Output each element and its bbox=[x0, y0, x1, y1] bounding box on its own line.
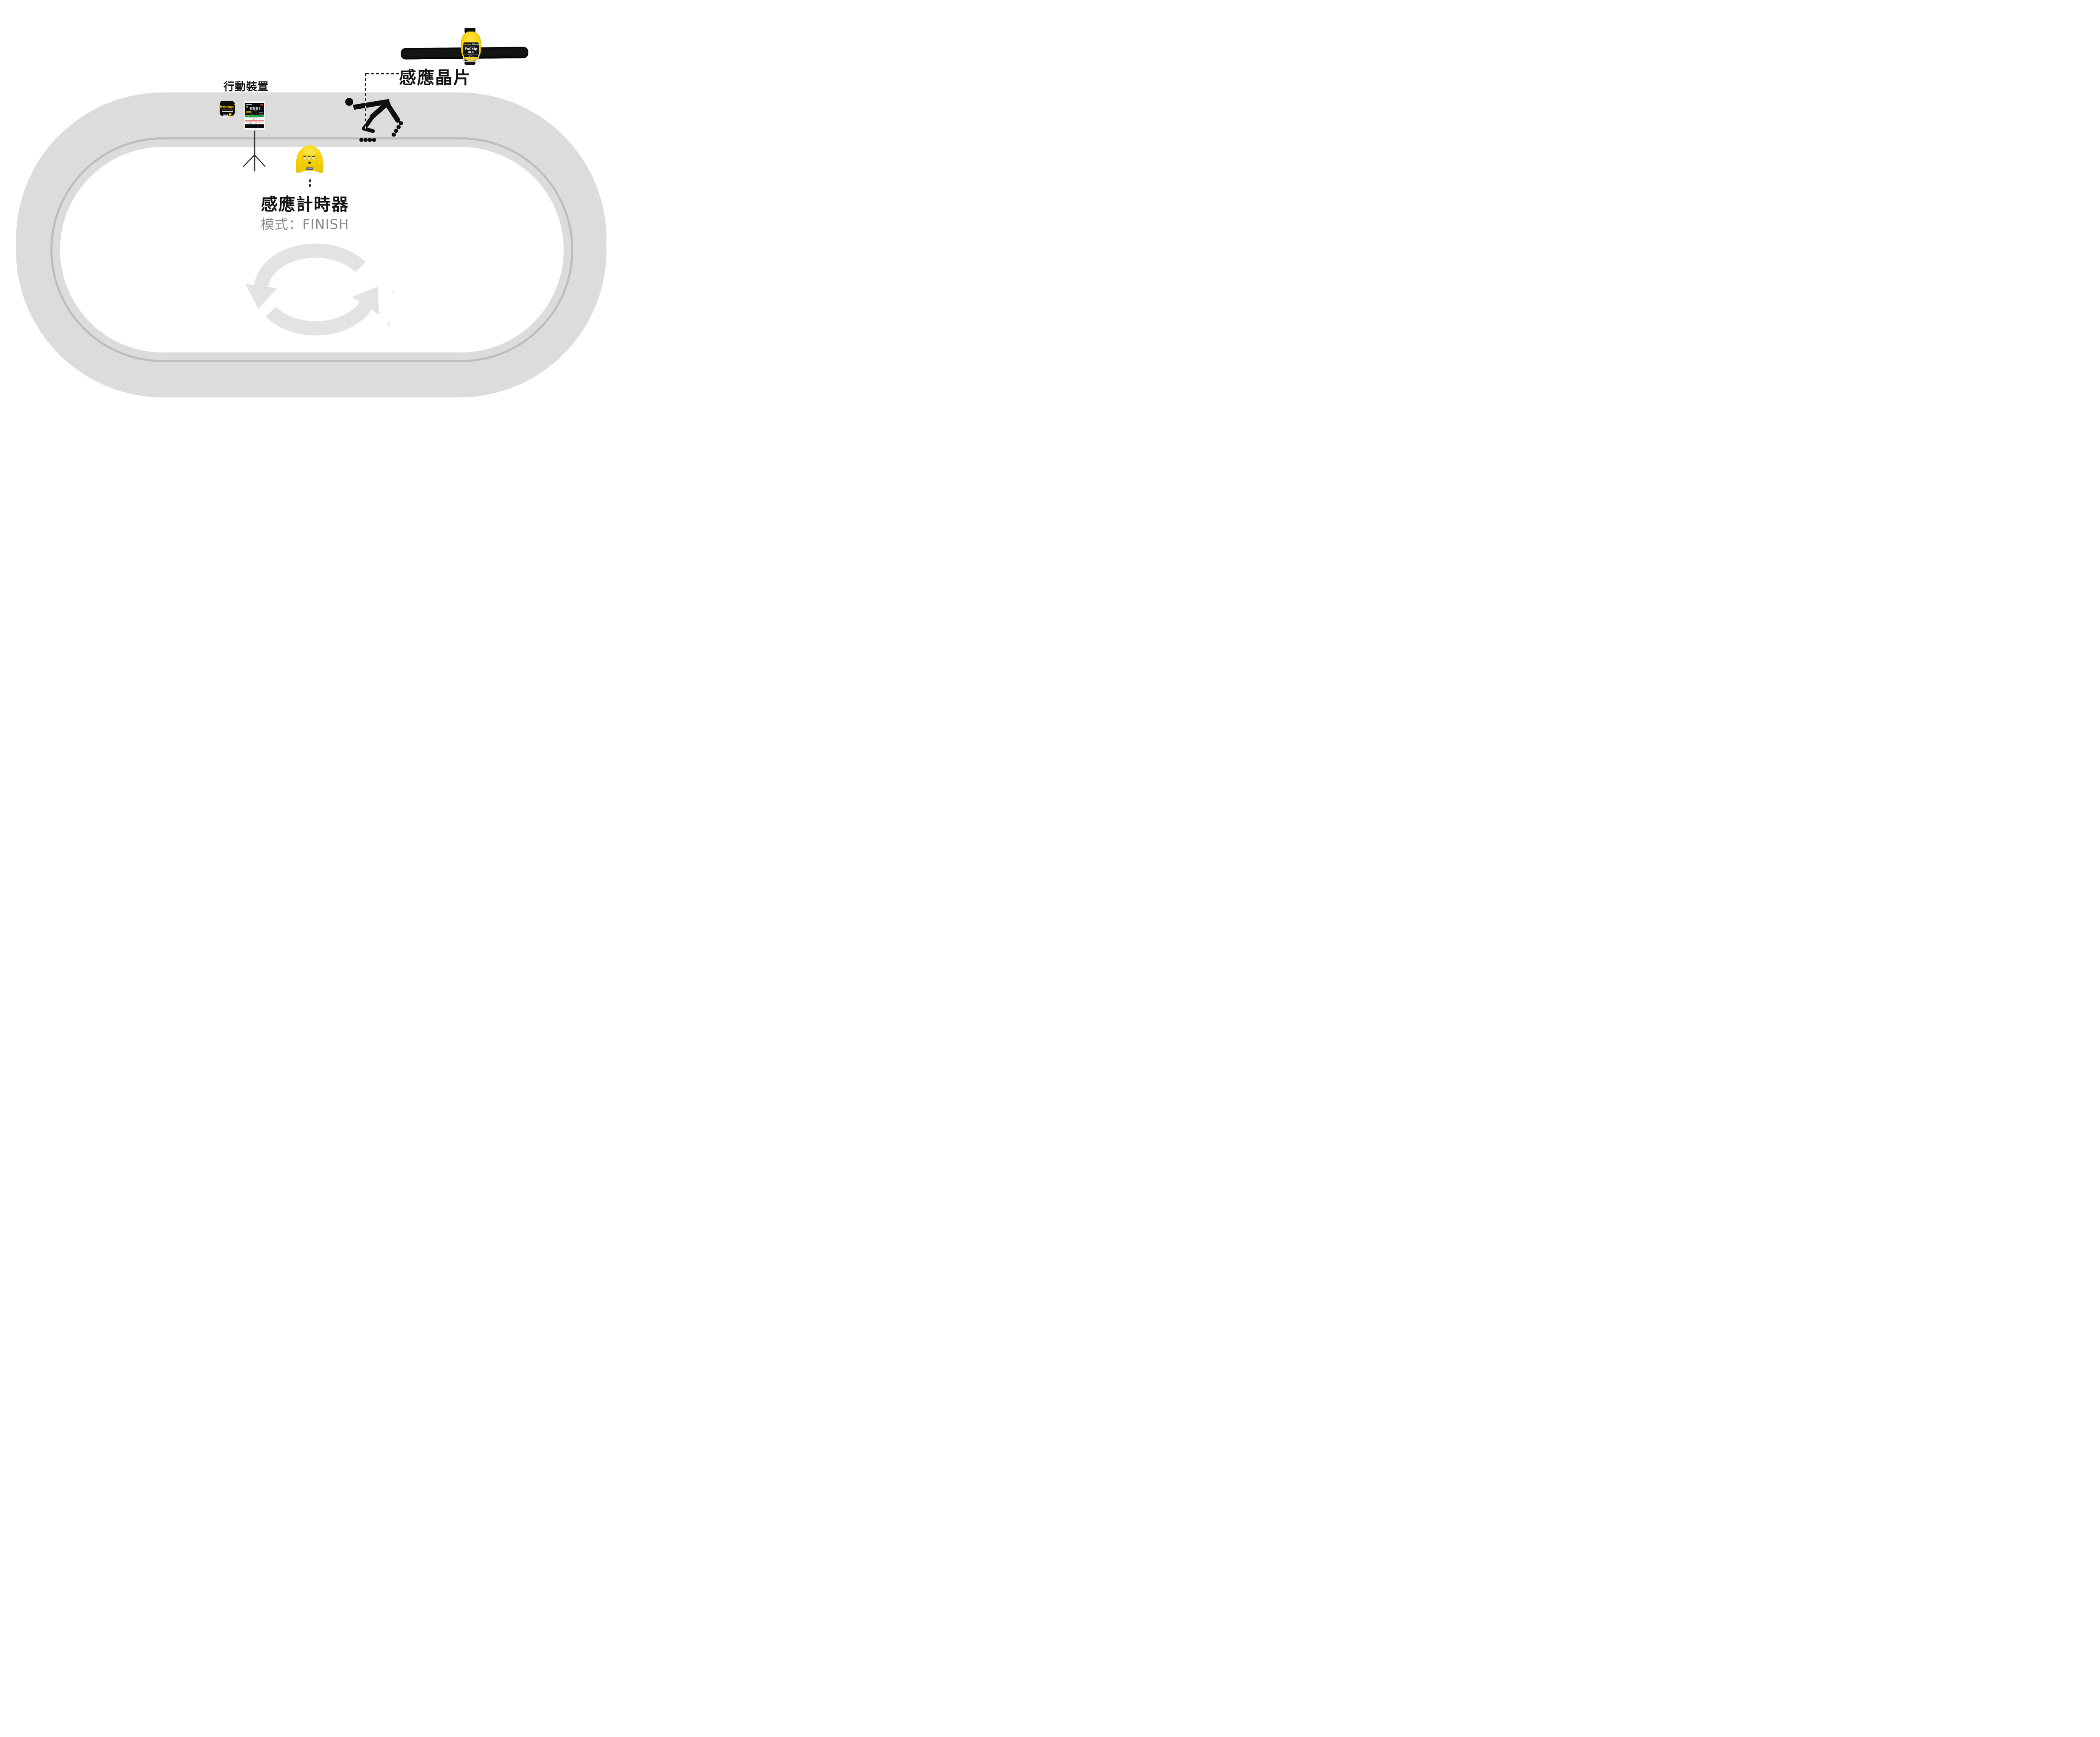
screen-row-pink bbox=[245, 119, 264, 121]
stray-speck bbox=[393, 291, 394, 293]
diagram-canvas: freelap ᛒBluetooth FxChip BLE BA-6466 感應… bbox=[0, 0, 620, 434]
timer-led-caption bbox=[312, 156, 315, 157]
mobile-device-label: 行動裝置 bbox=[223, 81, 269, 93]
screen-cell-pink bbox=[252, 117, 255, 118]
bluetooth-label: Bluetooth bbox=[473, 43, 483, 45]
screen-yellow-button bbox=[246, 111, 252, 113]
dotted-connector-dash bbox=[309, 179, 311, 182]
screen-header bbox=[245, 103, 264, 113]
timer-button-center bbox=[309, 162, 310, 163]
screen-row-white bbox=[245, 118, 264, 120]
tablet-screen bbox=[245, 103, 264, 128]
screen-row-body bbox=[245, 121, 264, 124]
screen-cell bbox=[259, 117, 260, 118]
app-icon-monogram: mf bbox=[223, 112, 232, 119]
screen-row-green bbox=[245, 115, 264, 117]
timer-device-icon bbox=[296, 145, 323, 173]
dashed-connector-horizontal bbox=[366, 73, 399, 74]
registered-mark: ® bbox=[234, 103, 236, 106]
screen-footer bbox=[245, 124, 264, 128]
fxchip-brand: freelap bbox=[463, 43, 471, 46]
track-lane-line bbox=[50, 137, 573, 362]
screen-cell bbox=[246, 122, 247, 123]
fxchip-face: freelap ᛒBluetooth FxChip BLE BA-6466 bbox=[463, 42, 483, 62]
screen-cell bbox=[255, 122, 257, 123]
timer-led-caption bbox=[303, 156, 306, 157]
screen-row-red bbox=[245, 120, 264, 121]
screen-toolbar-blob bbox=[259, 113, 263, 115]
sensor-chip-label: 感應晶片 bbox=[399, 68, 471, 88]
tablet-home-button bbox=[253, 129, 256, 130]
screen-toolbar bbox=[245, 113, 264, 115]
tablet-device bbox=[244, 100, 265, 131]
screen-row-white bbox=[245, 117, 264, 118]
screen-timer-readout bbox=[250, 107, 260, 110]
tablet-stand-pole bbox=[254, 131, 255, 171]
freelap-app-icon: freelap® freedom of timing mf bbox=[220, 101, 236, 119]
screen-cell bbox=[249, 117, 252, 118]
screen-timer-sub bbox=[254, 110, 257, 111]
screen-cell-green bbox=[252, 118, 255, 120]
timer-sensor-slot-inner bbox=[307, 168, 312, 169]
dotted-connector-dash bbox=[309, 184, 311, 187]
screen-cell bbox=[259, 122, 260, 124]
screen-cell bbox=[249, 122, 252, 124]
screen-status-text bbox=[246, 104, 252, 105]
timer-led bbox=[308, 157, 310, 160]
screen-cell bbox=[246, 117, 247, 118]
screen-note-text bbox=[259, 111, 263, 113]
fxchip-brand-row: freelap ᛒBluetooth bbox=[463, 43, 483, 46]
screen-toolbar-blob bbox=[251, 113, 254, 115]
app-icon-tagline: freedom of timing bbox=[221, 109, 233, 110]
screen-record-badge bbox=[260, 104, 263, 105]
app-icon-divider bbox=[222, 111, 233, 112]
screen-menu-glyph bbox=[246, 105, 248, 108]
screen-cell bbox=[255, 123, 257, 124]
screen-cell bbox=[255, 117, 257, 118]
timer-led bbox=[312, 157, 315, 160]
fxchip-model: FxChip BLE bbox=[465, 47, 478, 54]
tripod-legs-icon bbox=[243, 154, 266, 167]
app-icon-brand: freelap® bbox=[220, 103, 236, 109]
dashed-connector-vertical bbox=[365, 73, 366, 130]
bluetooth-icon: ᛒ bbox=[471, 43, 474, 45]
timer-led-caption bbox=[308, 156, 310, 157]
screen-cell bbox=[256, 118, 258, 119]
screen-cell bbox=[249, 118, 252, 119]
screen-cell bbox=[262, 122, 263, 123]
sensor-timer-label: 感應計時器 bbox=[261, 195, 349, 214]
fxchip-serial-badge: BA-6466 bbox=[463, 55, 479, 62]
lap-cycle-arrows-icon bbox=[245, 243, 379, 336]
inline-skater-icon bbox=[345, 98, 403, 142]
timer-led bbox=[303, 157, 306, 160]
timer-mode-label: 模式：FINISH bbox=[260, 216, 349, 232]
